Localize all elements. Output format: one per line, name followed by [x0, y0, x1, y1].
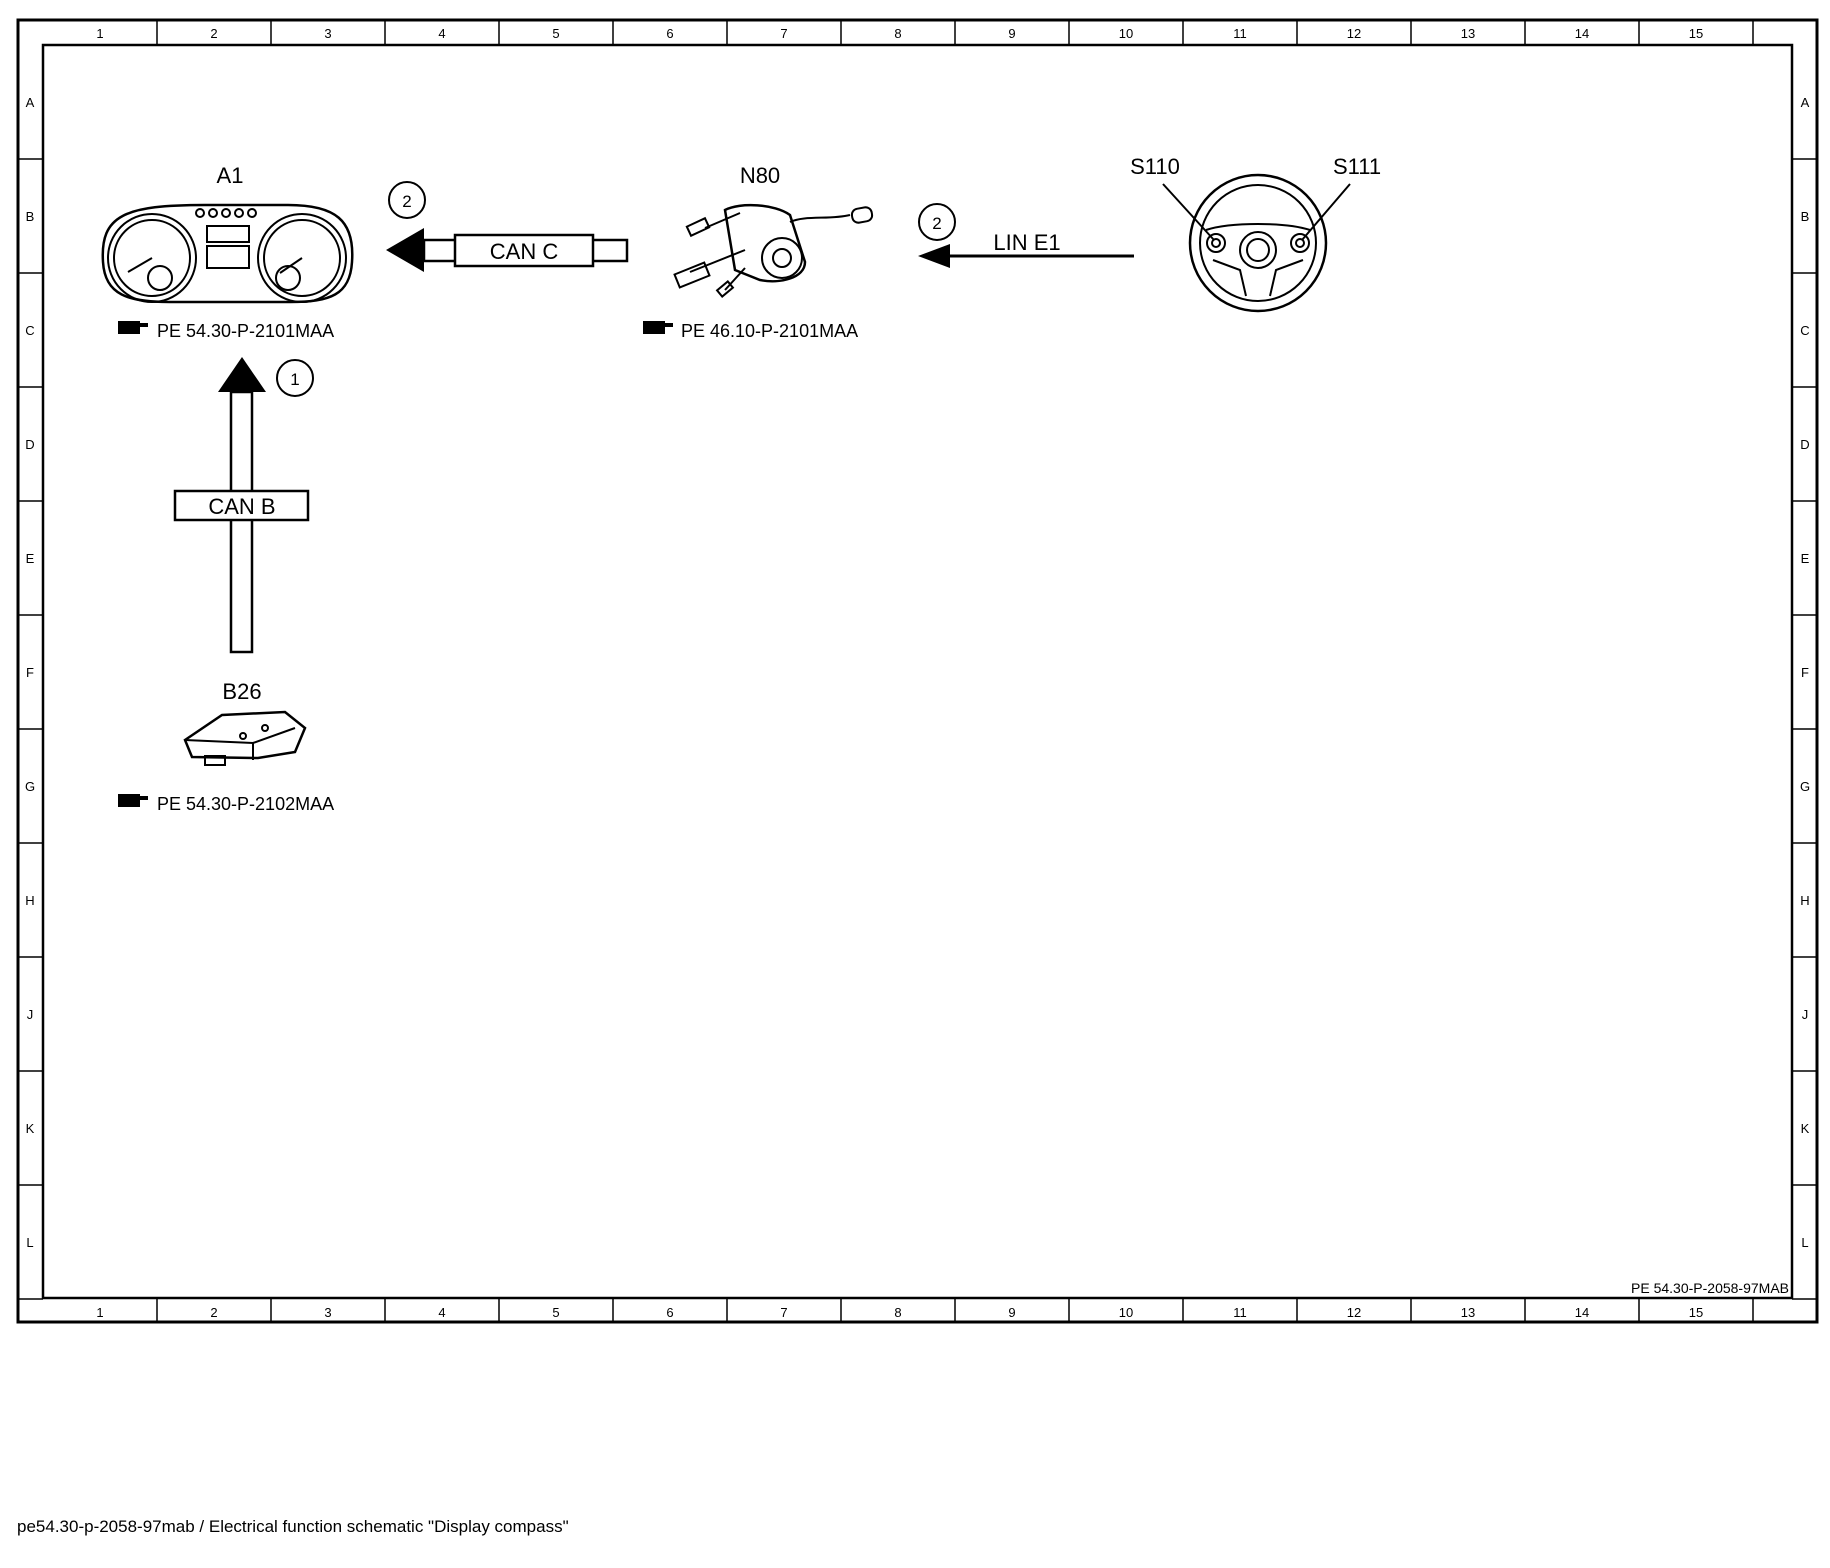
grid-column-label-top: 15	[1689, 26, 1703, 41]
grid-column-label-bottom: 8	[894, 1305, 901, 1320]
b26-reference[interactable]: PE 54.30-P-2102MAA	[157, 794, 334, 814]
marker-2-lin-e1-text: 2	[932, 214, 941, 233]
grid-column-label-bottom: 14	[1575, 1305, 1589, 1320]
grid-column-label-top: 7	[780, 26, 787, 41]
grid-column-label-top: 13	[1461, 26, 1475, 41]
lin-e1-connection	[918, 244, 1134, 268]
reference-hand-icon	[118, 321, 148, 334]
grid-column-label-top: 2	[210, 26, 217, 41]
grid-column-label-top: 14	[1575, 26, 1589, 41]
s110-label: S110	[1130, 154, 1180, 179]
grid-column-label-bottom: 4	[438, 1305, 445, 1320]
grid-row-label-left: K	[26, 1121, 35, 1136]
grid-column-label-bottom: 5	[552, 1305, 559, 1320]
grid-row-label-left: F	[26, 665, 34, 680]
s111-label: S111	[1333, 154, 1381, 179]
grid-column-label-bottom: 1	[96, 1305, 103, 1320]
grid-column-label-top: 1	[96, 26, 103, 41]
grid-column-label-top: 6	[666, 26, 673, 41]
grid-row-label-right: L	[1801, 1235, 1808, 1250]
grid-row-label-right: G	[1800, 779, 1810, 794]
grid-row-label-right: D	[1800, 437, 1809, 452]
grid-column-label-bottom: 13	[1461, 1305, 1475, 1320]
sensor-module-icon	[183, 710, 307, 766]
grid-row-label-right: H	[1800, 893, 1809, 908]
grid-row-label-left: D	[25, 437, 34, 452]
can-b-connection	[173, 357, 310, 654]
reference-hand-icon	[118, 794, 148, 807]
marker-2-can-c-text: 2	[402, 192, 411, 211]
grid-column-label-bottom: 7	[780, 1305, 787, 1320]
can-c-label: CAN C	[490, 239, 559, 264]
grid-row-label-right: A	[1801, 95, 1810, 110]
grid-column-label-top: 8	[894, 26, 901, 41]
grid-column-label-bottom: 10	[1119, 1305, 1133, 1320]
steering-wheel-icon	[1162, 173, 1351, 313]
marker-2-lin-e1	[918, 203, 956, 241]
grid-column-label-bottom: 15	[1689, 1305, 1703, 1320]
n80-label: N80	[740, 163, 780, 188]
marker-1-can-b-text: 1	[290, 370, 299, 389]
grid-column-label-top: 12	[1347, 26, 1361, 41]
grid-labels: 1122334455667788991010111112121313141415…	[25, 26, 1810, 1320]
grid-row-label-right: J	[1802, 1007, 1809, 1022]
grid-row-label-right: F	[1801, 665, 1809, 680]
lin-e1-label: LIN E1	[993, 230, 1060, 255]
grid-ticks	[18, 20, 1817, 1322]
grid-column-label-bottom: 11	[1233, 1305, 1247, 1320]
grid-row-label-left: L	[26, 1235, 33, 1250]
grid-row-label-left: H	[25, 893, 34, 908]
grid-row-label-left: A	[26, 95, 35, 110]
grid-row-label-left: G	[25, 779, 35, 794]
reference-hand-icon	[643, 321, 673, 334]
marker-2-can-c	[388, 181, 426, 219]
grid-row-label-right: B	[1801, 209, 1810, 224]
b26-label: B26	[222, 679, 261, 704]
grid-row-label-right: C	[1800, 323, 1809, 338]
steering-column-module-icon	[673, 203, 874, 298]
can-b-label: CAN B	[208, 494, 275, 519]
grid-column-label-top: 9	[1008, 26, 1015, 41]
grid-row-label-left: E	[26, 551, 35, 566]
grid-column-label-top: 11	[1233, 26, 1247, 41]
grid-row-label-left: C	[25, 323, 34, 338]
grid-column-label-bottom: 6	[666, 1305, 673, 1320]
grid-column-label-bottom: 12	[1347, 1305, 1361, 1320]
document-id: PE 54.30-P-2058-97MAB	[1631, 1280, 1789, 1296]
a1-label: A1	[217, 163, 244, 188]
grid-row-label-left: J	[27, 1007, 34, 1022]
n80-reference[interactable]: PE 46.10-P-2101MAA	[681, 321, 858, 341]
grid-row-label-right: K	[1801, 1121, 1810, 1136]
can-c-connection	[386, 228, 629, 272]
a1-reference[interactable]: PE 54.30-P-2101MAA	[157, 321, 334, 341]
schematic-diagram: 1122334455667788991010111112121313141415…	[16, 18, 1819, 1324]
marker-1-can-b	[276, 359, 314, 397]
figure-caption: pe54.30-p-2058-97mab / Electrical functi…	[17, 1517, 569, 1536]
instrument-cluster-icon	[101, 203, 354, 304]
grid-column-label-top: 10	[1119, 26, 1133, 41]
grid-column-label-top: 3	[324, 26, 331, 41]
outer-frame	[16, 18, 1819, 1324]
grid-column-label-bottom: 3	[324, 1305, 331, 1320]
grid-column-label-top: 5	[552, 26, 559, 41]
grid-column-label-bottom: 2	[210, 1305, 217, 1320]
grid-column-label-bottom: 9	[1008, 1305, 1015, 1320]
grid-column-label-top: 4	[438, 26, 445, 41]
inner-border	[41, 43, 1794, 1300]
grid-row-label-left: B	[26, 209, 35, 224]
grid-row-label-right: E	[1801, 551, 1810, 566]
